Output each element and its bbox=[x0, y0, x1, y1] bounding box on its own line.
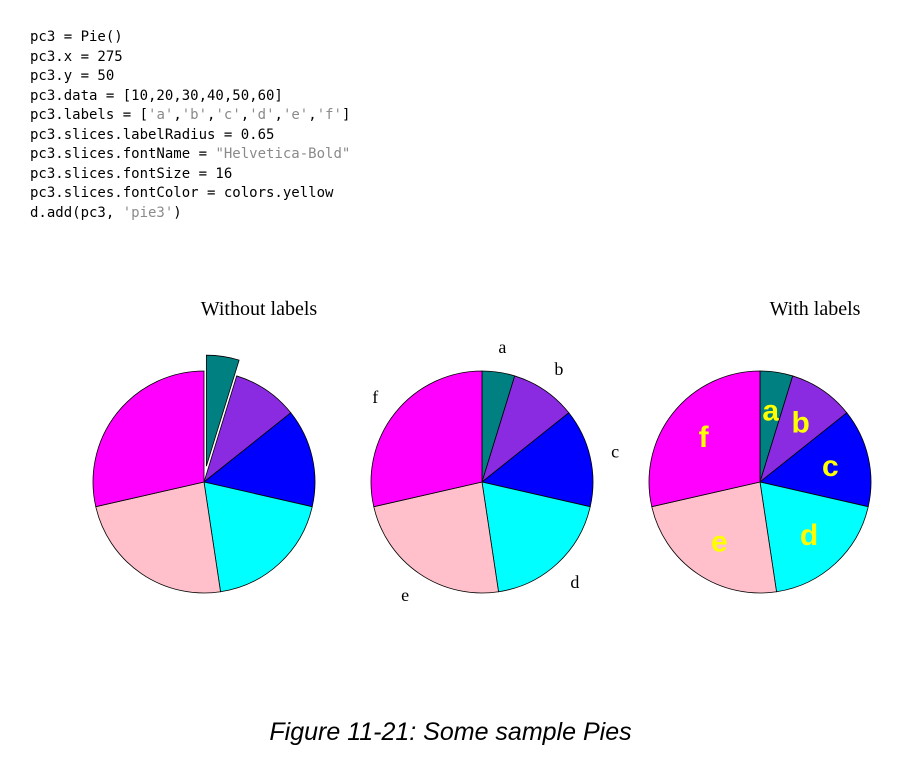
code-token: , bbox=[274, 107, 283, 123]
code-token: ) bbox=[173, 204, 182, 221]
slice-label: a bbox=[762, 395, 779, 428]
pie-title: Without labels bbox=[201, 298, 318, 320]
pie-slice bbox=[759, 412, 872, 508]
code-token: pc3.data = [10,20,30,40,50,60] bbox=[30, 87, 283, 104]
code-token: pc3 = Pie() bbox=[30, 29, 123, 45]
code-token: , bbox=[240, 107, 250, 123]
code-token: pc3.slices.fontColor = colors.yellow bbox=[30, 185, 334, 201]
slice-label: b bbox=[554, 359, 563, 379]
pie-slice bbox=[759, 481, 869, 593]
pie-slice bbox=[203, 412, 316, 508]
pie-chart-1: Without labels bbox=[92, 298, 318, 594]
code-string: 'f' bbox=[316, 107, 342, 123]
code-line: pc3.slices.fontColor = colors.yellow bbox=[30, 184, 350, 204]
code-string: 'd' bbox=[249, 107, 275, 123]
code-line: pc3.slices.fontName = "Helvetica-Bold" bbox=[30, 145, 350, 165]
code-string: 'b' bbox=[181, 107, 208, 123]
code-token: ] bbox=[341, 107, 351, 123]
code-string: 'c' bbox=[215, 107, 241, 123]
pie-slice bbox=[203, 481, 313, 593]
pie-title: With labels bbox=[770, 298, 861, 320]
pie-slice bbox=[651, 481, 777, 594]
code-token: , bbox=[308, 107, 317, 123]
slice-label: f bbox=[699, 421, 710, 454]
code-token: pc3.labels = [ bbox=[30, 107, 149, 123]
code-line: pc3.x = 275 bbox=[30, 48, 350, 68]
slice-label: a bbox=[498, 337, 506, 357]
code-line: pc3 = Pie() bbox=[30, 28, 350, 48]
code-line: pc3.y = 50 bbox=[30, 67, 350, 87]
code-token: d.add(pc3, bbox=[30, 204, 123, 221]
slice-label: f bbox=[372, 387, 378, 407]
code-string: 'a' bbox=[148, 107, 174, 123]
code-line: pc3.data = [10,20,30,40,50,60] bbox=[30, 87, 350, 107]
pie-slice bbox=[370, 370, 483, 508]
pie-slice bbox=[648, 370, 761, 508]
code-string: "Helvetica-Bold" bbox=[215, 146, 351, 162]
slice-label: c bbox=[822, 450, 839, 483]
code-token: pc3.slices.fontSize = 16 bbox=[30, 165, 233, 182]
code-string: 'pie3' bbox=[122, 204, 174, 221]
pie-slice bbox=[92, 370, 205, 508]
pie-slice bbox=[205, 354, 240, 467]
pie-slice bbox=[481, 481, 591, 593]
slice-label: b bbox=[791, 406, 809, 439]
code-token: , bbox=[207, 107, 216, 123]
pie-slice bbox=[95, 481, 221, 594]
code-string: 'e' bbox=[282, 107, 309, 123]
code-line: pc3.slices.fontSize = 16 bbox=[30, 165, 350, 185]
code-token: pc3.x = 275 bbox=[30, 48, 123, 65]
code-line: d.add(pc3, 'pie3') bbox=[30, 204, 350, 224]
code-token: , bbox=[173, 107, 182, 123]
figure-caption: Figure 11-21: Some sample Pies bbox=[269, 718, 632, 746]
code-token: pc3.slices.labelRadius = 0.65 bbox=[30, 126, 275, 143]
slice-label: e bbox=[711, 526, 728, 559]
pie-slice bbox=[373, 481, 499, 594]
slice-label: d bbox=[570, 572, 579, 592]
code-token: pc3.slices.fontName = bbox=[30, 146, 216, 162]
code-token: pc3.y = 50 bbox=[30, 68, 115, 84]
slice-label: c bbox=[611, 442, 619, 462]
pie-chart-2: a b c d e f bbox=[370, 337, 619, 605]
code-line: pc3.slices.labelRadius = 0.65 bbox=[30, 126, 350, 146]
code-line: pc3.labels = ['a','b','c','d','e','f'] bbox=[30, 106, 350, 126]
code-listing: pc3 = Pie() pc3.x = 275 pc3.y = 50 pc3.data… bbox=[30, 28, 350, 223]
slice-label: d bbox=[800, 519, 818, 552]
pie-slice bbox=[481, 412, 594, 508]
slice-label: e bbox=[401, 585, 409, 605]
